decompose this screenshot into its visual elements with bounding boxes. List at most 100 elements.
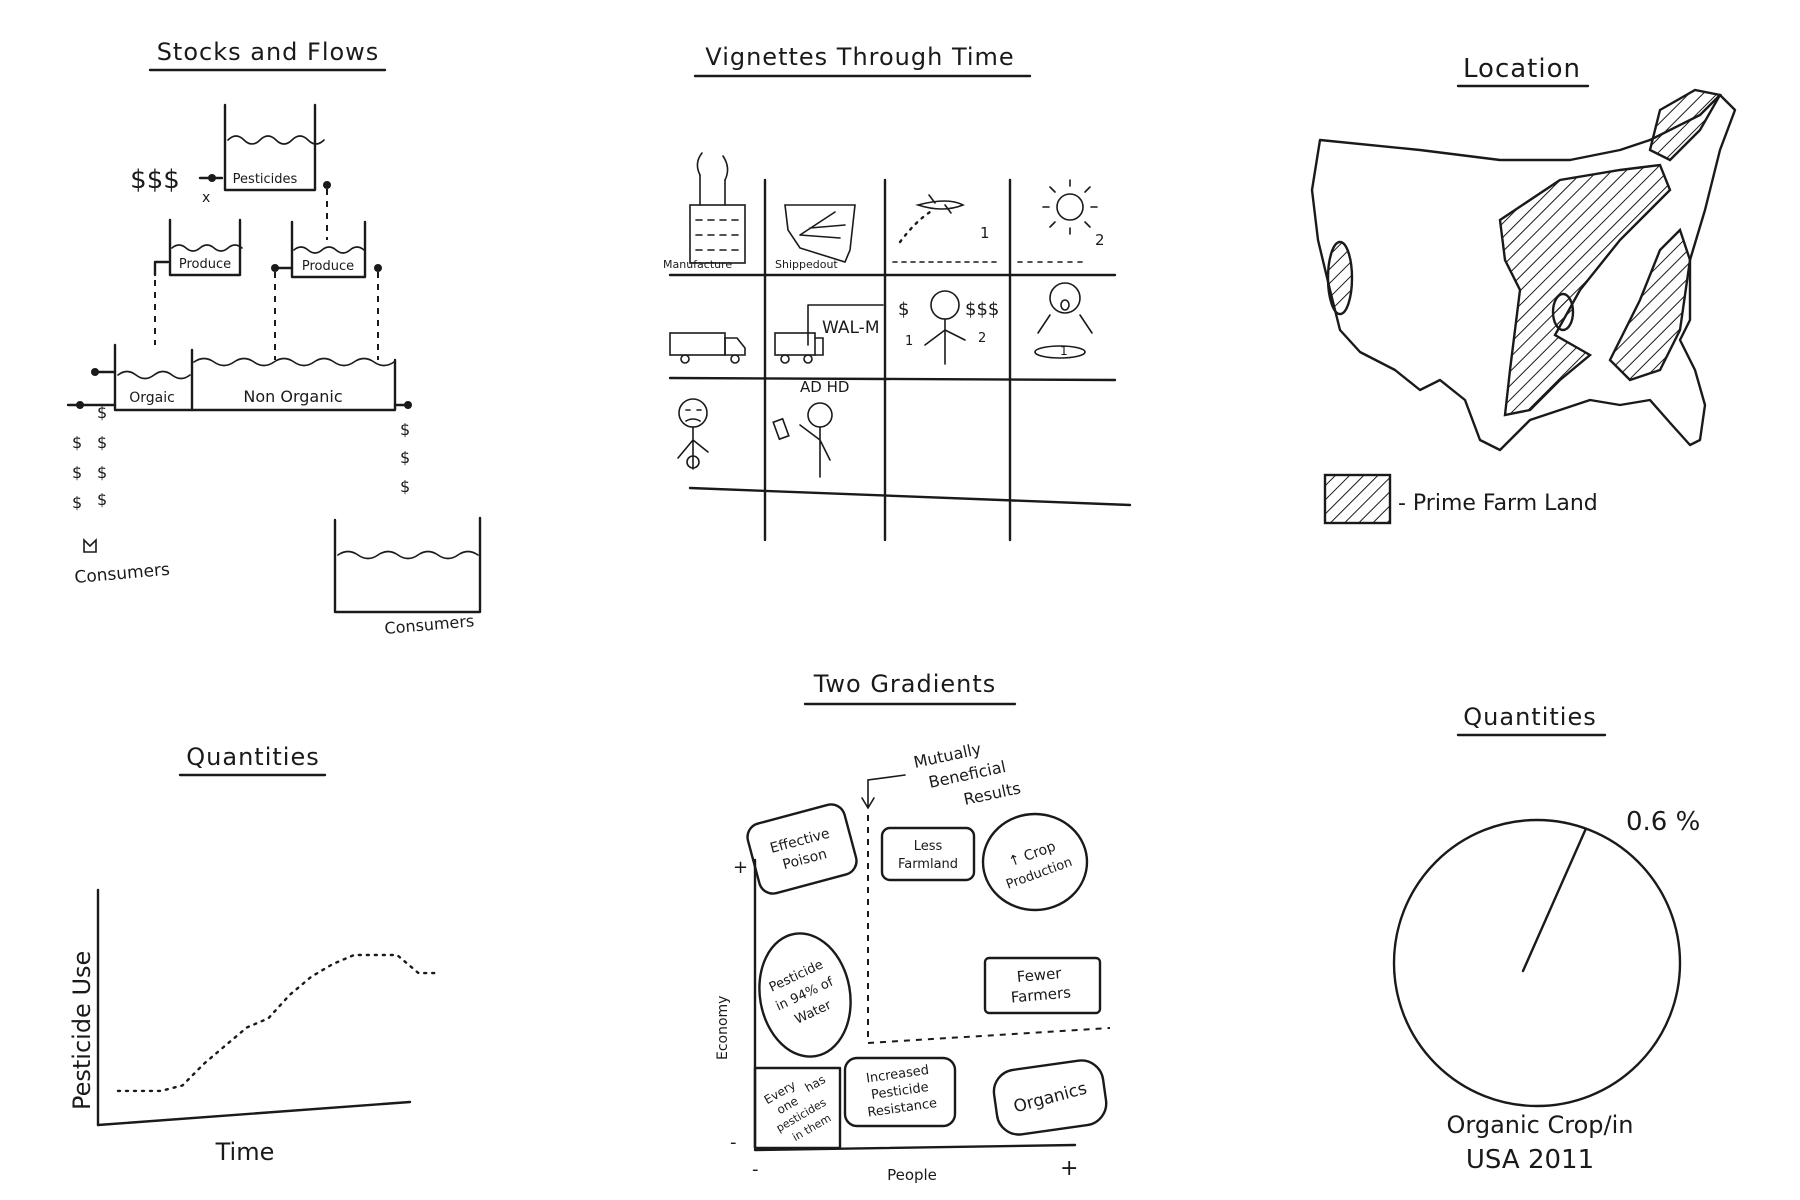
panel-title: Location (1463, 54, 1581, 84)
shipped-out-label: Shippedout (775, 258, 838, 271)
panel-two-gradients: Two Gradients Mutually Beneficial Result… (715, 670, 1111, 1184)
truck-icon (669, 332, 746, 364)
person-icon (924, 290, 966, 365)
svg-text:$: $ (400, 420, 410, 439)
pie-caption-line2: USA 2011 (1466, 1145, 1594, 1175)
beneficial-region (867, 815, 1111, 1045)
svg-text:Organics: Organics (1011, 1079, 1089, 1118)
consumers-label-right: Consumers (384, 611, 475, 638)
flow-node (374, 264, 382, 272)
airplane-icon (892, 194, 997, 263)
panel-vignettes-through-time: Vignettes Through Time Manufacture Shipp… (663, 43, 1132, 542)
panel-title: Quantities (186, 743, 319, 771)
svg-text:$: $ (97, 463, 107, 482)
x-axis-minus: - (752, 1159, 759, 1180)
vignette-number: 2 (978, 331, 986, 346)
panel-location: Location - Prime Farm Land (1310, 54, 1737, 525)
dollar-flow-right: $ $ $ (400, 420, 410, 496)
stock-label: Pesticides (233, 172, 298, 187)
y-axis-label: Economy (715, 996, 731, 1060)
pie-outline (1392, 818, 1682, 1108)
consumer-icon (83, 538, 97, 553)
box-effective-poison: Effective Poison (746, 803, 858, 895)
panel-title: Stocks and Flows (157, 38, 380, 66)
consumers-label-left: Consumers (74, 560, 171, 588)
dollar-flow-left: $ $ $ $ $ $ $ (72, 403, 107, 512)
storyboard-grid (668, 178, 1132, 542)
box-less-farmland: Less Farmland (880, 826, 976, 882)
panel-title: Quantities (1463, 703, 1596, 731)
vignette-number: 1 (905, 334, 913, 349)
money-label: $$$ (130, 165, 180, 195)
pesticide-use-chart: Pesticide Use Time (68, 888, 442, 1166)
panel-stocks-and-flows: Stocks and Flows Pesticides $$$ x Produc… (66, 38, 482, 638)
sick-person-icon (677, 398, 709, 470)
svg-text:$: $ (400, 477, 410, 496)
flow-node (91, 368, 99, 376)
slice-label: 0.6 % (1626, 807, 1700, 837)
svg-text:$: $ (72, 433, 82, 452)
panel-quantities-pie: Quantities 0.6 % Organic Crop/in USA 201… (1392, 703, 1700, 1175)
adhd-label: AD HD (800, 378, 849, 396)
flow-line (153, 260, 170, 277)
y-axis-plus: + (733, 857, 748, 878)
prime-farmland-region (1326, 88, 1722, 417)
flow-node (271, 264, 279, 272)
x-axis-label: People (887, 1166, 937, 1184)
organic-crop-pie-chart (1392, 818, 1682, 1108)
svg-text:$: $ (97, 433, 107, 452)
consumers-stock (333, 516, 482, 614)
sun-icon (1017, 179, 1098, 263)
flow-node (208, 174, 216, 182)
legend-swatch (1323, 473, 1392, 525)
adhd-person-icon (772, 402, 833, 478)
svg-text:$: $ (97, 490, 107, 509)
factory-icon (689, 152, 746, 264)
svg-text:$: $ (400, 448, 410, 467)
svg-text:Farmers: Farmers (1010, 983, 1072, 1006)
stock-label: Produce (302, 259, 354, 274)
box-organics: Organics (992, 1059, 1108, 1136)
manufacture-label: Manufacture (663, 258, 732, 271)
stock-label: Produce (179, 257, 231, 272)
x-axis (96, 1100, 412, 1127)
market-stock: Orgaic Non Organic (113, 343, 397, 412)
box-crop-production: ↑ Crop Production (981, 812, 1089, 912)
pesticide-use-series (116, 953, 442, 1093)
svg-text:$: $ (72, 463, 82, 482)
x-axis-plus: + (1060, 1156, 1078, 1181)
person-eating-icon (1034, 282, 1093, 359)
y-axis-label: Pesticide Use (68, 951, 96, 1110)
pie-caption-line1: Organic Crop/in (1447, 1111, 1634, 1139)
map-icon (784, 204, 856, 263)
annotation-arrow (861, 774, 906, 810)
panel-title: Two Gradients (813, 670, 997, 698)
dollars-label: $$$ (965, 299, 999, 320)
panel-title: Vignettes Through Time (705, 43, 1014, 71)
svg-text:Farmland: Farmland (898, 857, 958, 872)
produce-stock-right: Produce (290, 220, 367, 279)
box-fewer-farmers: Fewer Farmers (983, 956, 1102, 1015)
line-series-group (116, 953, 442, 1093)
vignette-number: 1 (1060, 344, 1068, 358)
y-axis-minus: - (730, 1132, 737, 1153)
pesticides-stock: Pesticides (223, 103, 325, 192)
flow-node (323, 181, 331, 189)
truck-icon (774, 304, 884, 364)
x-mark: x (202, 190, 210, 206)
svg-text:$: $ (97, 403, 107, 422)
vignette-number: 1 (980, 224, 990, 242)
pie-slice-group (1521, 827, 1588, 973)
legend-label: - Prime Farm Land (1398, 491, 1598, 516)
vignette-number: 2 (1095, 231, 1105, 249)
svg-text:Fewer: Fewer (1016, 964, 1063, 986)
organic-label: Orgaic (129, 390, 175, 406)
panel-quantities-line: Quantities Pesticide Use Time (68, 743, 442, 1166)
non-organic-label: Non Organic (243, 387, 342, 406)
box-increased-resistance: Increased Pesticide Resistance (843, 1056, 957, 1128)
x-axis-label: Time (215, 1138, 275, 1166)
svg-text:has: has (803, 1072, 828, 1095)
pie-slice-organic (1521, 827, 1588, 973)
flow-node (404, 401, 412, 409)
